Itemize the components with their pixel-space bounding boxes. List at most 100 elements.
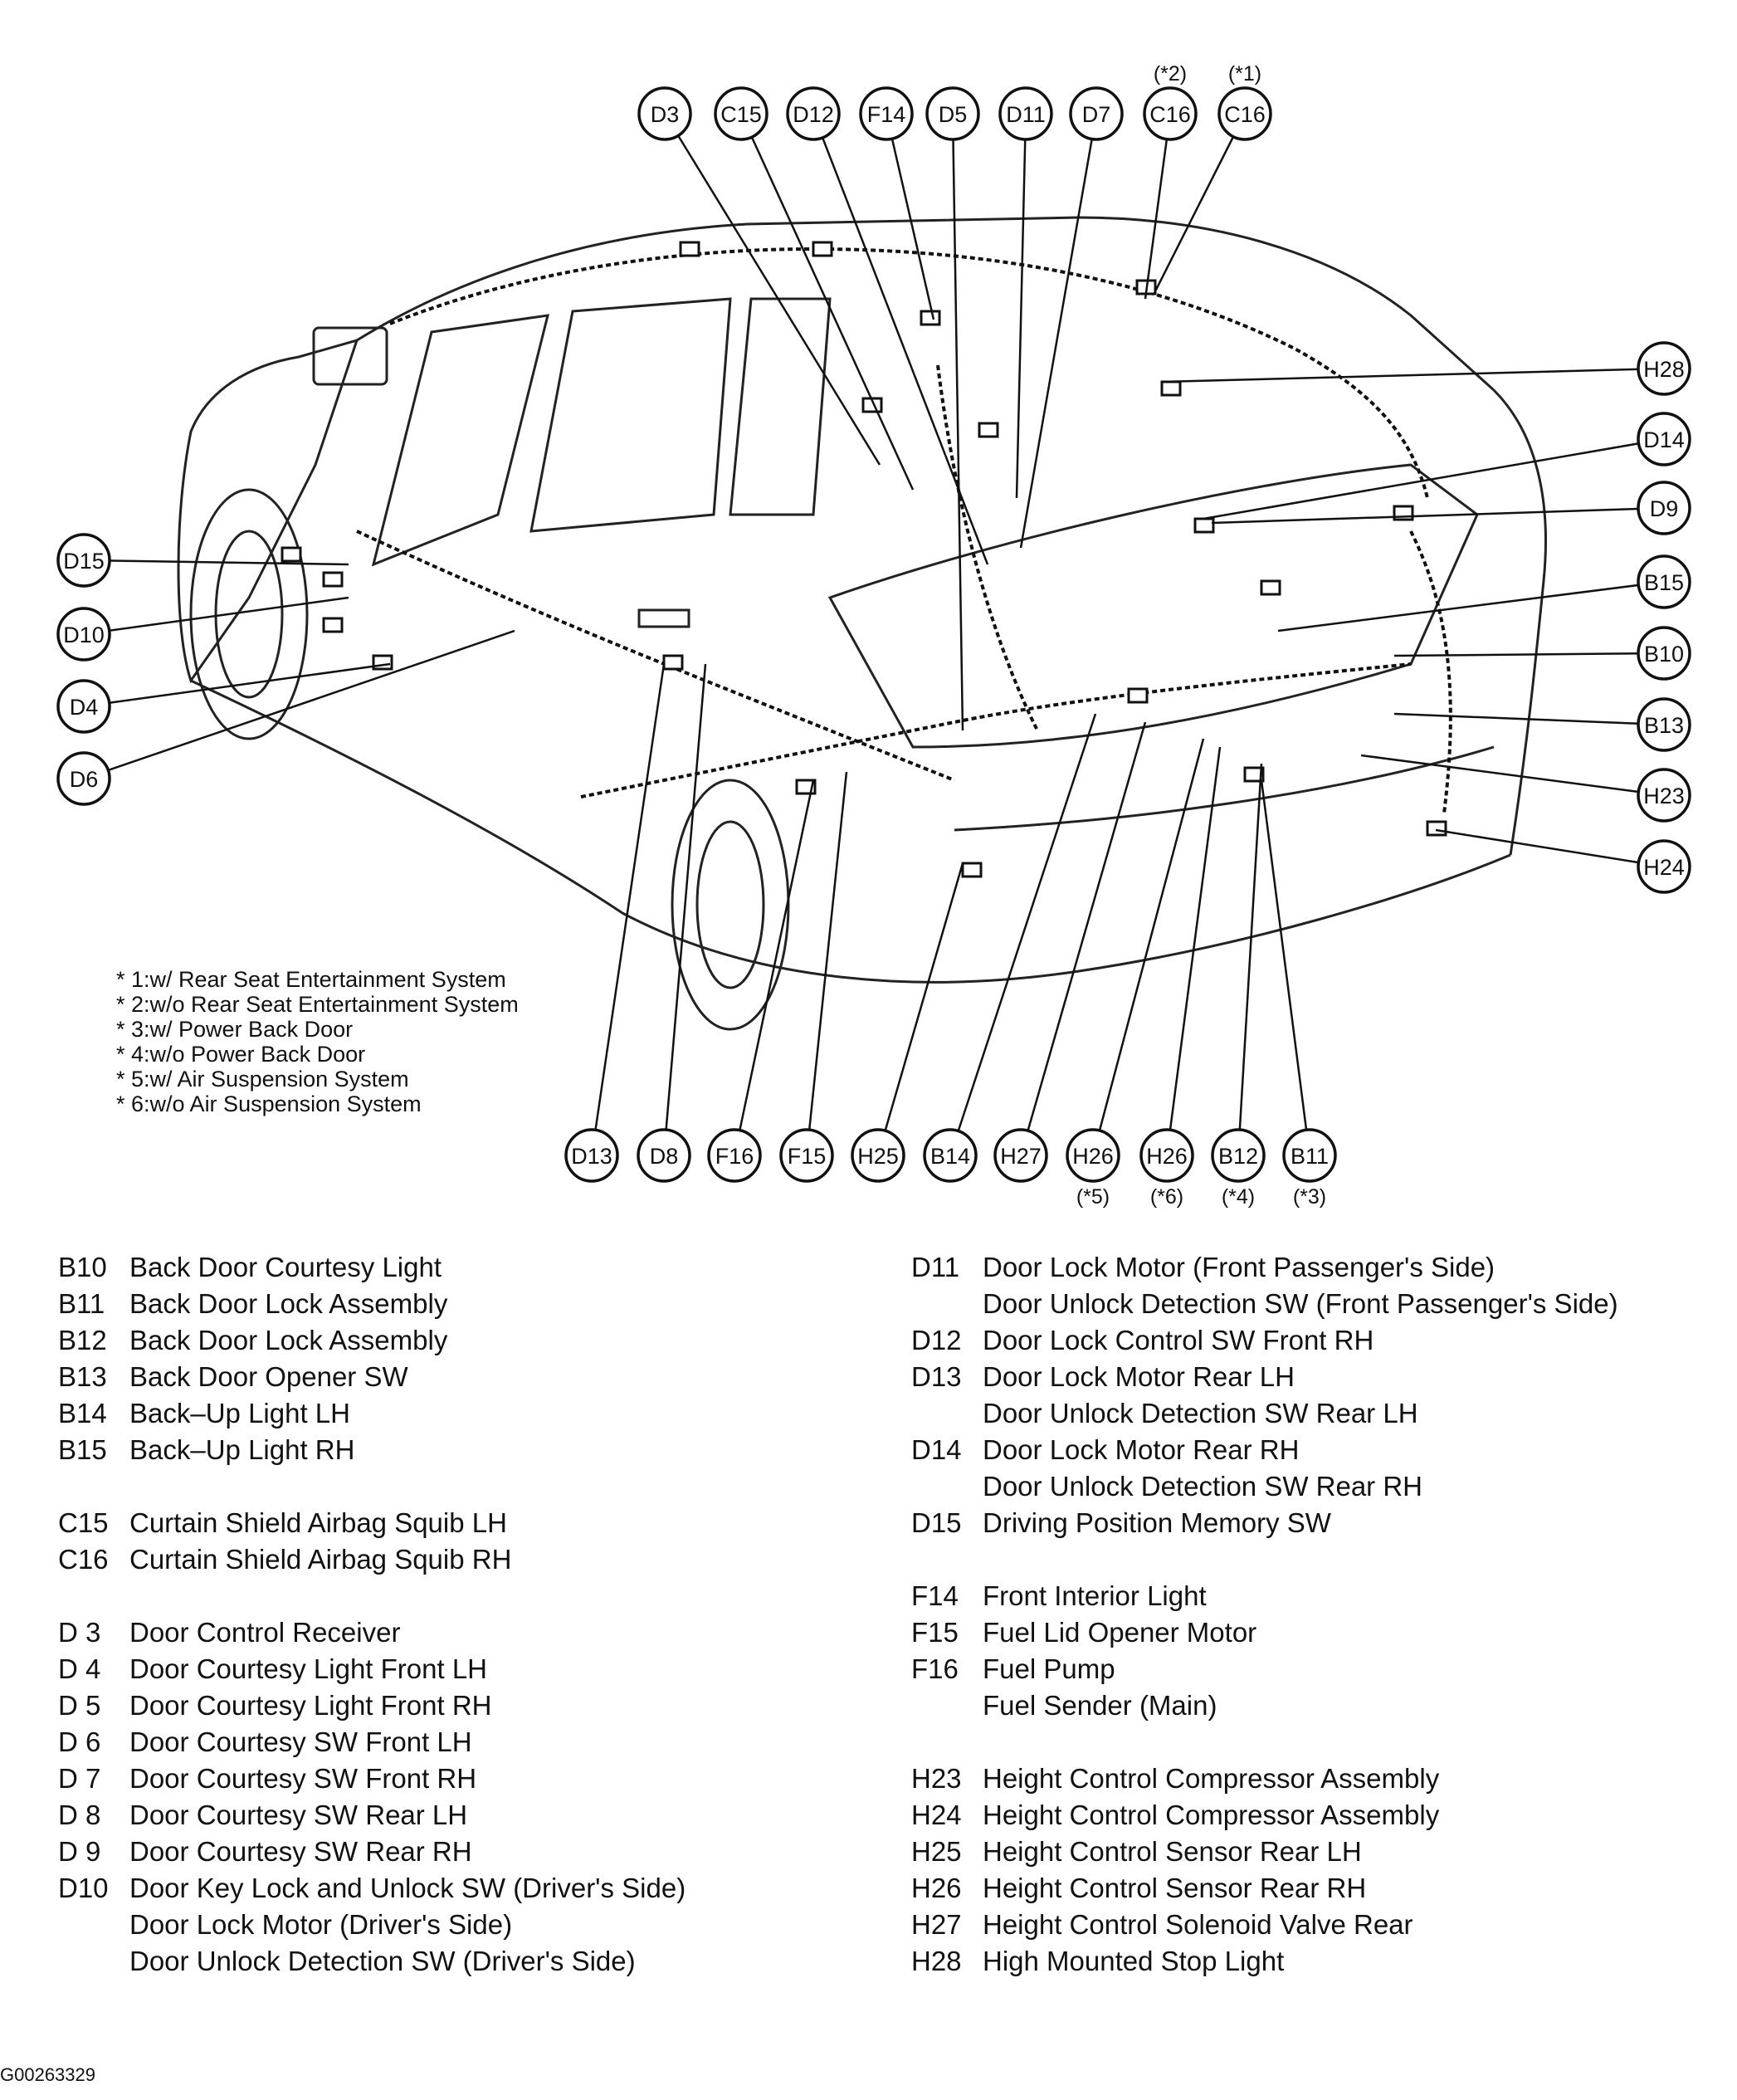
legend-code: H26 <box>911 1873 962 1903</box>
legend-description: Door Courtesy SW Front LH <box>129 1726 472 1757</box>
callout-circle <box>1066 1128 1120 1183</box>
callout-b15: B15 <box>1637 554 1691 609</box>
callout-label: F14 <box>867 102 906 127</box>
callout-label: B15 <box>1644 570 1684 595</box>
callout-circle <box>1143 86 1198 141</box>
callout-h25: H25 <box>851 1128 905 1183</box>
callout-label: H26 <box>1072 1144 1114 1169</box>
car-rear-outline <box>1492 388 1547 856</box>
callout-circle <box>637 1128 691 1183</box>
legend-description: Back Door Opener SW <box>129 1361 408 1392</box>
side-window-front <box>371 314 549 567</box>
callout-label: B13 <box>1644 713 1684 738</box>
legend-description: Fuel Pump <box>983 1653 1115 1684</box>
legend-description: Height Control Sensor Rear RH <box>983 1873 1367 1903</box>
leader-lines <box>83 113 1665 1156</box>
callout-circle <box>1637 697 1691 752</box>
legend-code: B12 <box>58 1325 107 1355</box>
connector-block <box>920 310 941 326</box>
callout-circle <box>1637 341 1691 396</box>
legend-description: Curtain Shield Airbag Squib RH <box>129 1544 512 1575</box>
legend-description: Door Lock Motor (Driver's Side) <box>129 1909 513 1940</box>
callout-circle <box>786 86 841 141</box>
callout-circle <box>1139 1128 1194 1183</box>
legend-description: Back Door Lock Assembly <box>129 1325 448 1355</box>
callout-label: H23 <box>1643 784 1685 808</box>
harness-side <box>356 530 955 782</box>
callout-h26: H26(*5) <box>1066 1128 1120 1209</box>
leader-line <box>876 862 964 1156</box>
legend-code: F14 <box>911 1580 959 1611</box>
legend-code: H25 <box>911 1836 962 1867</box>
legend-code: F16 <box>911 1653 959 1684</box>
footnote: * 3:w/ Power Back Door <box>116 1017 354 1042</box>
connector-block <box>1193 517 1215 534</box>
legend-code: B13 <box>58 1361 107 1392</box>
leader-line <box>663 113 881 466</box>
legend-description: Back–Up Light RH <box>129 1434 355 1465</box>
leader-line <box>1260 779 1311 1156</box>
legend-code: C16 <box>58 1544 109 1575</box>
callout-c15: C15 <box>714 86 768 141</box>
legend-code: H24 <box>911 1800 962 1830</box>
legend-row: Door Unlock Detection SW (Front Passenge… <box>911 1286 1708 1322</box>
connector-block <box>1260 579 1281 596</box>
leader-line <box>949 713 1097 1156</box>
legend-description: High Mounted Stop Light <box>983 1946 1285 1976</box>
legend-description: Height Control Solenoid Valve Rear <box>983 1909 1413 1940</box>
callout-f15: F15 <box>779 1128 834 1183</box>
legend-description: Fuel Lid Opener Motor <box>983 1617 1257 1648</box>
leader-line <box>662 663 707 1156</box>
callout-label: D10 <box>63 623 105 647</box>
callout-circle <box>1637 768 1691 823</box>
callout-c16: C16(*1) <box>1217 62 1272 141</box>
legend-code: D 3 <box>58 1617 101 1648</box>
legend-row: C16 Curtain Shield Airbag Squib RH <box>58 1541 855 1578</box>
legend-code: D 7 <box>58 1763 101 1794</box>
callout-c16: C16(*2) <box>1143 62 1198 141</box>
legend-code: D14 <box>911 1434 962 1465</box>
harness-roof <box>389 247 1429 499</box>
legend-description: Door Courtesy SW Rear RH <box>129 1836 472 1867</box>
legend-code <box>911 1286 983 1322</box>
leader-line <box>805 771 848 1156</box>
callout-circle <box>1637 481 1691 535</box>
callout-label: D8 <box>650 1144 679 1169</box>
callout-label: D15 <box>63 549 105 574</box>
callout-label: D14 <box>1643 427 1685 452</box>
leader-line <box>1019 721 1147 1156</box>
legend-description: Fuel Sender (Main) <box>983 1690 1217 1721</box>
legend-row: D 3 Door Control Receiver <box>58 1614 855 1651</box>
callout-d15: D15 <box>56 533 111 588</box>
leader-line <box>1015 113 1027 499</box>
connector-block <box>961 862 983 878</box>
figure-id: G00263329 <box>0 2064 95 2085</box>
leader-line <box>1165 746 1222 1156</box>
callout-circle <box>1637 626 1691 681</box>
footnote: * 1:w/ Rear Seat Entertainment System <box>116 967 506 992</box>
callout-circle <box>859 86 914 141</box>
callout-d5: D5 <box>925 86 980 141</box>
door-handle <box>637 608 690 628</box>
leader-line <box>1152 113 1247 295</box>
legend-description: Front Interior Light <box>983 1580 1207 1611</box>
harness-rear <box>1409 530 1452 814</box>
legend-description: Back Door Courtesy Light <box>129 1252 442 1282</box>
wire-harness <box>356 247 1452 814</box>
leader-line <box>1360 754 1665 797</box>
legend-description: Door Control Receiver <box>129 1617 401 1648</box>
callout-b12: B12(*4) <box>1211 1128 1266 1209</box>
legend-row: F16 Fuel Pump <box>911 1651 1708 1687</box>
callout-label: B10 <box>1644 642 1684 667</box>
